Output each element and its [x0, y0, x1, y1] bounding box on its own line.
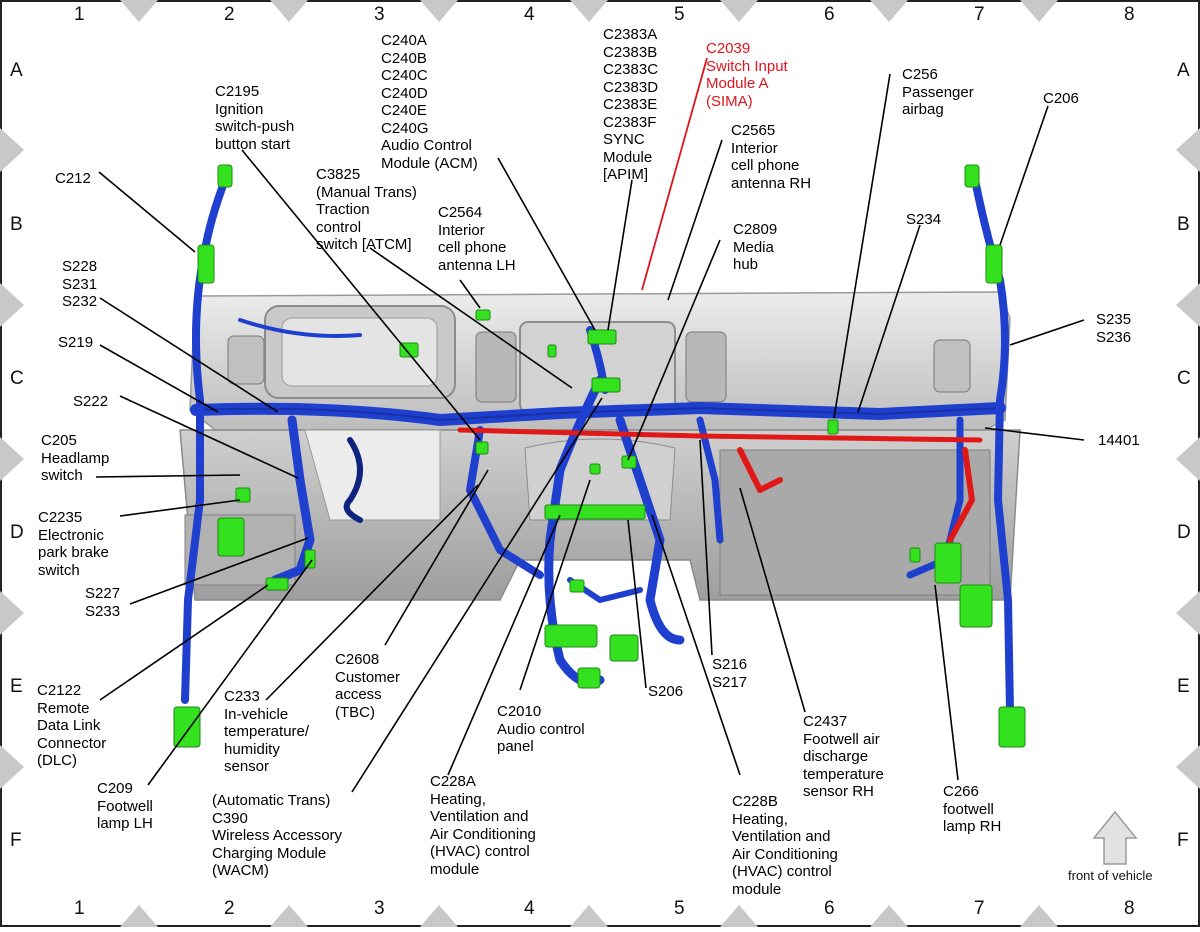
label-c212: C212: [55, 170, 91, 187]
label-s227-s233: S227 S233: [85, 585, 121, 620]
grid-col-5-bottom: 5: [674, 898, 685, 919]
grid-col-8-top: 8: [1124, 4, 1135, 25]
grid-col-6-top: 6: [824, 4, 835, 25]
label-c209-footwell-lamp-lh: C209 Footwell lamp LH: [97, 780, 153, 832]
grid-row-e-left: E: [10, 676, 23, 697]
grid-col-7-bottom: 7: [974, 898, 985, 919]
grid-row-c-right: C: [1177, 368, 1191, 389]
label-c228a-hvac: C228A Heating, Ventilation and Air Condi…: [430, 773, 536, 878]
connectors: [173, 164, 1026, 748]
label-c2608-customer-access: C2608 Customer access (TBC): [335, 651, 401, 721]
grid-row-f-right: F: [1177, 830, 1189, 851]
label-c2039-sima: C2039 Switch Input Module A (SIMA): [706, 40, 788, 110]
label-s228-s231-s232: S228 S231 S232: [62, 258, 98, 310]
label-c2564-antenna-lh: C2564 Interior cell phone antenna LH: [438, 204, 516, 274]
grid-row-a-left: A: [10, 60, 23, 81]
label-c228b-hvac: C228B Heating, Ventilation and Air Condi…: [732, 793, 838, 898]
grid-col-4-top: 4: [524, 4, 535, 25]
grid-col-1-top: 1: [74, 4, 85, 25]
label-c2122-dlc: C2122 Remote Data Link Connector (DLC): [37, 682, 107, 769]
label-c233-temp-sensor: C233 In-vehicle temperature/ humidity se…: [224, 688, 310, 775]
label-c205-headlamp: C205 Headlamp switch: [41, 432, 110, 484]
grid-col-3-bottom: 3: [374, 898, 385, 919]
leader-lines: [95, 73, 1085, 793]
grid-col-6-bottom: 6: [824, 898, 835, 919]
label-s235-s236: S235 S236: [1096, 311, 1132, 346]
label-s222: S222: [73, 393, 109, 410]
label-c2235-park-brake: C2235 Electronic park brake switch: [38, 509, 109, 579]
label-14401: 14401: [1098, 432, 1140, 449]
grid-col-2-top: 2: [224, 4, 235, 25]
label-s219: S219: [58, 334, 94, 351]
front-arrow-icon: [1092, 810, 1138, 865]
label-c2565-antenna-rh: C2565 Interior cell phone antenna RH: [731, 122, 812, 192]
label-c206: C206: [1043, 90, 1079, 107]
grid-col-7-top: 7: [974, 4, 985, 25]
grid-row-d-left: D: [10, 522, 24, 543]
grid-col-4-bottom: 4: [524, 898, 535, 919]
highlight-leader: [641, 57, 708, 291]
label-c240-acm: C240A C240B C240C C240D C240E C240G Audi…: [381, 32, 478, 172]
grid-col-3-top: 3: [374, 4, 385, 25]
grid-row-a-right: A: [1177, 60, 1190, 81]
grid-col-8-bottom: 8: [1124, 898, 1135, 919]
grid-row-b-left: B: [10, 214, 23, 235]
grid-row-f-left: F: [10, 830, 22, 851]
grid-row-e-right: E: [1177, 676, 1190, 697]
label-c390-wacm: (Automatic Trans) C390 Wireless Accessor…: [212, 792, 343, 879]
label-s206: S206: [648, 683, 684, 700]
label-c256-passenger-airbag: C256 Passenger airbag: [902, 66, 974, 118]
front-of-vehicle-label: front of vehicle: [1068, 868, 1153, 883]
label-s234: S234: [906, 211, 942, 228]
grid-col-1-bottom: 1: [74, 898, 85, 919]
grid-col-5-top: 5: [674, 4, 685, 25]
label-c2010-audio-panel: C2010 Audio control panel: [497, 703, 585, 755]
label-c3825-atcm: C3825 (Manual Trans) Traction control sw…: [316, 166, 417, 253]
label-c266-footwell-lamp-rh: C266 footwell lamp RH: [943, 783, 1002, 835]
grid-row-d-right: D: [1177, 522, 1191, 543]
grid-row-c-left: C: [10, 368, 24, 389]
grid-col-2-bottom: 2: [224, 898, 235, 919]
label-c2809-media-hub: C2809 Media hub: [733, 221, 778, 273]
label-c2195-ignition: C2195 Ignition switch-push button start: [215, 83, 295, 153]
grid-row-b-right: B: [1177, 214, 1190, 235]
label-c2437-footwell-sensor: C2437 Footwell air discharge temperature…: [803, 713, 884, 800]
label-s216-s217: S216 S217: [712, 656, 748, 691]
label-c2383-apim: C2383A C2383B C2383C C2383D C2383E C2383…: [603, 26, 659, 183]
